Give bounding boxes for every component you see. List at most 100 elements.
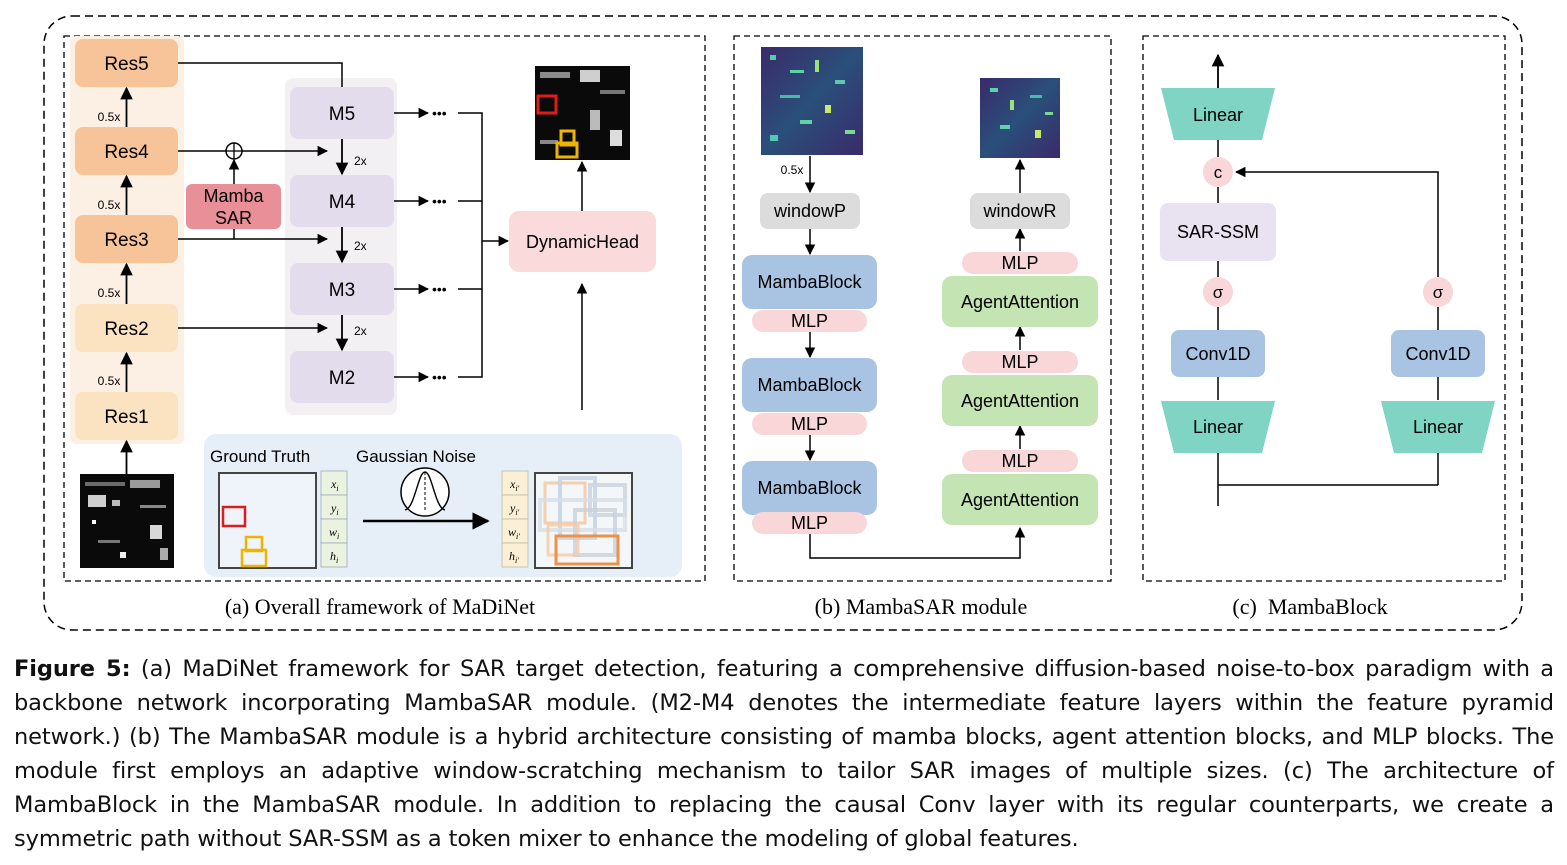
mamba-sar-label-2: SAR [215,208,252,228]
m2-label: M2 [329,368,355,389]
noisy-vector: xi' yi' wi' hi' [501,470,529,568]
mlp-box [752,413,867,435]
ellipsis: ••• [432,193,447,209]
panel-c: Linear c SAR-SSM σ σ Conv1D Conv1D Linea… [1142,35,1506,619]
windowp-label: windowP [773,201,846,221]
scale-label: 0.5x [98,198,121,212]
conv1d-box [1391,330,1485,377]
mamba-block-box [742,461,877,515]
linear-label: Linear [1413,417,1463,437]
res2-box [75,304,178,352]
ellipsis: ••• [432,105,447,121]
concat-node [1203,157,1233,187]
ground-truth-label: Ground Truth [210,447,310,466]
svg-text:wi': wi' [508,525,520,541]
agent-attention-label: AgentAttention [961,391,1079,411]
mlp-box [752,512,867,534]
agent-attention-box [942,474,1098,525]
mamba-block-label: MambaBlock [757,272,862,292]
svg-text:xi': xi' [509,477,520,493]
figure-diagram: Res5 Res4 Res3 Res2 Res1 0.5x 0.5x 0.5x … [43,15,1523,631]
mlp-label: MLP [1001,451,1038,471]
m2-box [290,351,394,403]
svg-text:yi: yi [330,501,339,517]
svg-text:hi': hi' [509,549,519,565]
mlp-label: MLP [791,414,828,434]
detection-box-red [536,94,558,115]
gaussian-noise-label: Gaussian Noise [356,447,476,466]
upsample-label: 2x [354,154,367,168]
concat-label: c [1214,163,1223,182]
ground-truth-canvas [218,472,317,569]
sigma-node [1203,277,1233,307]
dynamic-head-label: DynamicHead [526,232,639,252]
scale-label: 0.5x [98,110,121,124]
res5-label: Res5 [104,54,148,75]
panel-c-caption: (c) MambaBlock [1232,594,1387,619]
agent-attention-box [942,375,1098,426]
svg-text:hi: hi [330,549,338,565]
mamba-sar-label-1: Mamba [203,186,264,206]
input-sar-image [80,474,174,568]
detection-box-yellow [559,129,576,147]
res5-box [75,39,178,87]
m3-box [290,263,394,315]
agent-attention-box [942,276,1098,327]
mamba-block-label: MambaBlock [757,375,862,395]
res4-box [75,127,178,175]
res3-label: Res3 [104,230,148,251]
figure-caption: Figure 5: (a) MaDiNet framework for SAR … [14,652,1554,856]
windowp-box [760,193,860,229]
gt-box-red [221,505,247,528]
panel-b: 0.5x windowP MambaBlock MLP MambaBlock M… [733,35,1112,619]
mlp-box [962,450,1078,472]
panel-c-frame [1142,35,1506,582]
dynamic-head-box [509,211,656,272]
conv1d-box [1171,330,1265,377]
noisy-boxes-canvas [534,472,633,569]
linear-label: Linear [1193,105,1243,125]
sigma-node [1423,277,1453,307]
res1-label: Res1 [104,407,148,428]
m4-label: M4 [329,192,356,213]
res3-box [75,215,178,263]
m4-box [290,175,394,227]
mamba-block-label: MambaBlock [757,478,862,498]
mamba-sar-box [186,184,281,229]
panel-b-caption: (b) MambaSAR module [815,594,1028,619]
gt-vector: xi yi wi hi [320,470,348,568]
windowr-box [970,193,1070,229]
mlp-label: MLP [1001,352,1038,372]
mlp-box [962,351,1078,373]
mamba-block-box [742,358,877,412]
panel-a-frame [63,35,706,582]
svg-text:wi: wi [329,525,339,541]
scale-label: 0.5x [98,374,121,388]
scale-label: 0.5x [98,286,121,300]
mlp-label: MLP [1001,253,1038,273]
sigma-label: σ [1433,283,1444,302]
res4-label: Res4 [104,142,149,163]
conv1d-label: Conv1D [1185,344,1250,364]
output-feature-map [980,78,1060,158]
m5-label: M5 [329,104,355,125]
linear-input-box [1381,401,1495,453]
panel-a: Res5 Res4 Res3 Res2 Res1 0.5x 0.5x 0.5x … [63,35,706,619]
mlp-box [962,252,1078,274]
linear-input-box [1161,401,1275,453]
sar-ssm-box [1160,203,1276,261]
conv1d-label: Conv1D [1405,344,1470,364]
mlp-label: MLP [791,513,828,533]
mlp-label: MLP [791,311,828,331]
res2-label: Res2 [104,319,148,340]
linear-label: Linear [1193,417,1243,437]
caption-label: Figure 5: [14,656,131,682]
m5-box [290,87,394,139]
detection-box-yellow [555,141,579,159]
output-detection-image [535,66,630,160]
outer-frame [43,15,1523,631]
linear-output-box [1161,88,1275,140]
m3-label: M3 [329,280,355,301]
panel-a-caption: (a) Overall framework of MaDiNet [225,594,535,619]
agent-attention-label: AgentAttention [961,292,1079,312]
